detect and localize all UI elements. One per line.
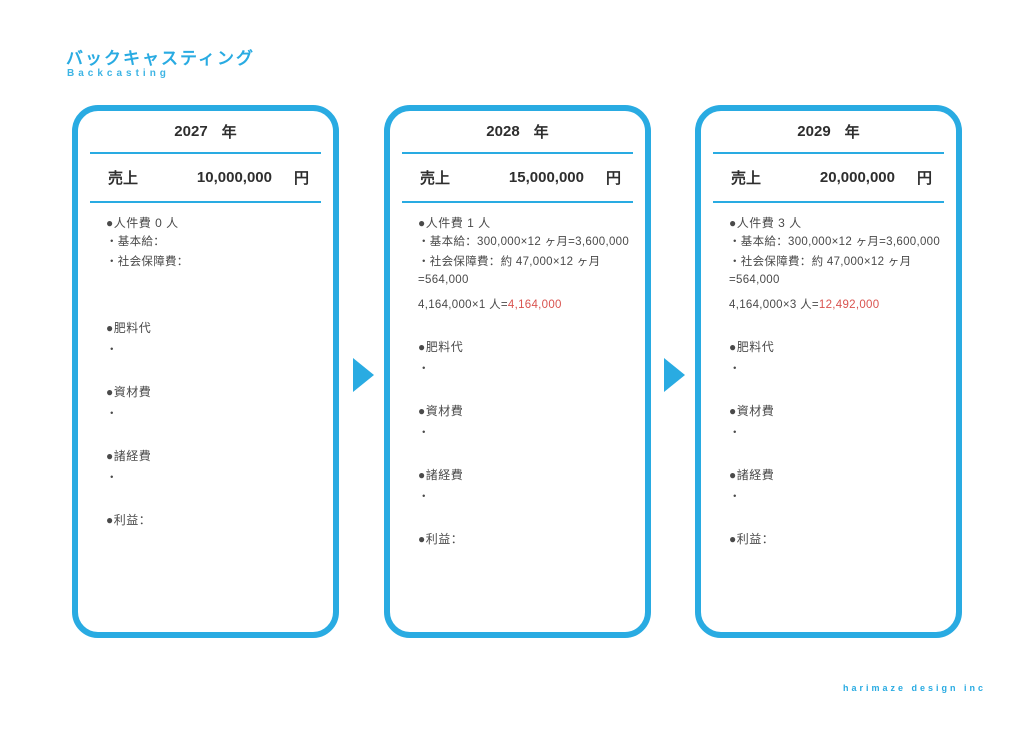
year-unit: 年: [533, 124, 549, 141]
sales-row: 売上 15,000,000 円: [390, 154, 645, 201]
divider: [90, 152, 321, 154]
base-salary-line: ・基本給：: [106, 236, 165, 248]
expense-detail: ・: [106, 472, 118, 484]
expense-heading: ●資材費: [106, 385, 152, 399]
arrow-right-icon: [664, 358, 685, 392]
card-year-heading: 2027 年: [78, 111, 333, 152]
sales-unit: 円: [293, 170, 309, 187]
year-value: 2029: [797, 123, 831, 140]
personnel-heading: ●人件費 0 人: [106, 216, 179, 230]
personnel-total-prefix: 4,164,000×3 人=: [729, 299, 819, 311]
page-title: バックキャスティング: [66, 49, 255, 68]
expense-detail: ・: [729, 363, 741, 375]
profit-heading: ●利益：: [418, 532, 464, 546]
expense-heading: ●肥料代: [106, 321, 152, 335]
year-card-2028: 2028 年 売上 15,000,000 円 ●人件費 1 人 ・基本給：300…: [384, 105, 651, 638]
sales-unit: 円: [605, 170, 621, 187]
year-card-2027: 2027 年 売上 10,000,000 円 ●人件費 0 人 ・基本給： ・社…: [72, 105, 339, 638]
profit-block: ●利益：: [106, 513, 319, 528]
personnel-total-prefix: 4,164,000×1 人=: [418, 299, 508, 311]
expense-block-fertilizer: ●肥料代 ・: [729, 340, 942, 376]
expense-block-fertilizer: ●肥料代 ・: [418, 340, 631, 376]
year-card-2029: 2029 年 売上 20,000,000 円 ●人件費 3 人 ・基本給：300…: [695, 105, 962, 638]
divider: [402, 201, 633, 203]
social-security-line: ・社会保障費：約 47,000×12 ヶ月=564,000: [729, 256, 912, 286]
personnel-total-value: 4,164,000: [507, 299, 562, 311]
base-salary-line: ・基本給：300,000×12 ヶ月=3,600,000: [729, 236, 941, 248]
expense-heading: ●諸経費: [729, 468, 775, 482]
personnel-total-line: [106, 278, 319, 293]
card-year-heading: 2029 年: [701, 111, 956, 152]
card-body: ●人件費 3 人 ・基本給：300,000×12 ヶ月=3,600,000 ・社…: [701, 203, 956, 547]
expense-detail: ・: [729, 427, 741, 439]
year-value: 2027: [174, 123, 208, 140]
expense-block-materials: ●資材費 ・: [729, 404, 942, 440]
sales-label: 売上: [420, 170, 451, 187]
sales-unit: 円: [916, 170, 932, 187]
arrow-right-icon: [353, 358, 374, 392]
expense-detail: ・: [418, 491, 430, 503]
social-security-line: ・社会保障費：約 47,000×12 ヶ月=564,000: [418, 256, 601, 286]
divider: [402, 152, 633, 154]
expense-block-misc: ●諸経費 ・: [418, 468, 631, 504]
personnel-heading: ●人件費 1 人: [418, 216, 491, 230]
expense-heading: ●諸経費: [418, 468, 464, 482]
personnel-total-line: 4,164,000×1 人=4,164,000: [418, 296, 631, 312]
sales-row: 売上 10,000,000 円: [78, 154, 333, 201]
social-security-line: ・社会保障費：: [106, 256, 189, 268]
expense-detail: ・: [729, 491, 741, 503]
year-value: 2028: [486, 123, 520, 140]
expense-heading: ●資材費: [418, 404, 464, 418]
sales-row: 売上 20,000,000 円: [701, 154, 956, 201]
credit-text: harimaze design inc: [842, 683, 986, 693]
card-body: ●人件費 0 人 ・基本給： ・社会保障費： ●肥料代 ・ ●資材費 ・ ●諸経…: [78, 203, 333, 528]
sales-label: 売上: [108, 170, 139, 187]
year-unit: 年: [844, 124, 860, 141]
sales-value: 15,000,000: [508, 169, 584, 186]
expense-heading: ●諸経費: [106, 449, 152, 463]
expense-heading: ●肥料代: [418, 340, 464, 354]
card-year-heading: 2028 年: [390, 111, 645, 152]
profit-heading: ●利益：: [106, 513, 152, 527]
base-salary-line: ・基本給：300,000×12 ヶ月=3,600,000: [418, 236, 630, 248]
card-body: ●人件費 1 人 ・基本給：300,000×12 ヶ月=3,600,000 ・社…: [390, 203, 645, 547]
sales-value: 10,000,000: [196, 169, 272, 186]
year-unit: 年: [221, 124, 237, 141]
expense-detail: ・: [106, 344, 118, 356]
expense-heading: ●資材費: [729, 404, 775, 418]
expense-detail: ・: [418, 427, 430, 439]
expense-block-materials: ●資材費 ・: [106, 385, 319, 421]
profit-block: ●利益：: [418, 532, 631, 547]
expense-block-fertilizer: ●肥料代 ・: [106, 321, 319, 357]
personnel-heading: ●人件費 3 人: [729, 216, 802, 230]
divider: [713, 201, 944, 203]
expense-block-misc: ●諸経費 ・: [729, 468, 942, 504]
divider: [713, 152, 944, 154]
sales-value: 20,000,000: [819, 169, 895, 186]
expense-detail: ・: [418, 363, 430, 375]
personnel-total-line: 4,164,000×3 人=12,492,000: [729, 296, 942, 312]
expense-block-materials: ●資材費 ・: [418, 404, 631, 440]
sales-label: 売上: [731, 170, 762, 187]
personnel-total-value: 12,492,000: [818, 299, 880, 311]
page-subtitle: Backcasting: [67, 68, 170, 79]
divider: [90, 201, 321, 203]
expense-block-misc: ●諸経費 ・: [106, 449, 319, 485]
expense-heading: ●肥料代: [729, 340, 775, 354]
expense-detail: ・: [106, 408, 118, 420]
profit-heading: ●利益：: [729, 532, 775, 546]
profit-block: ●利益：: [729, 532, 942, 547]
